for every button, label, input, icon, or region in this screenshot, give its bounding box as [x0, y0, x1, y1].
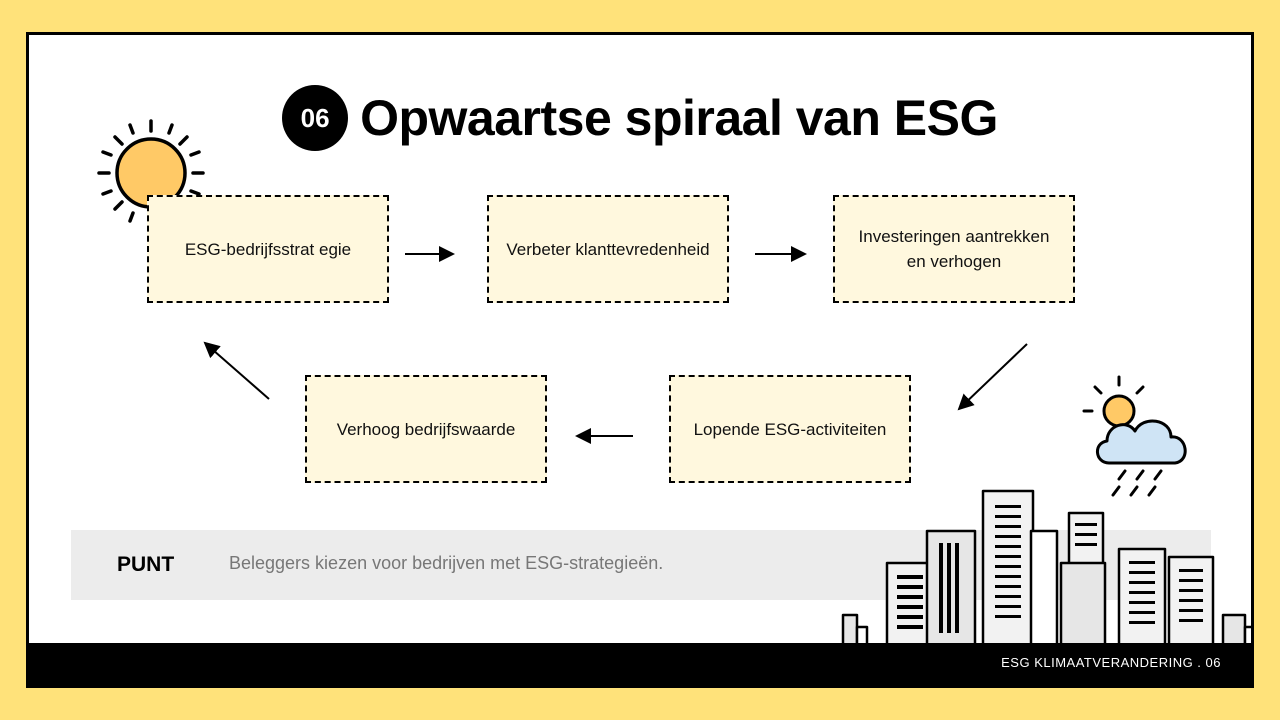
cloud-sun-rain-icon [1082, 375, 1187, 497]
slide: 06 Opwaartse spiraal van ESG ESG-bedrijf… [26, 32, 1254, 688]
step-box-company-value: Verhoog bedrijfswaarde [305, 375, 547, 483]
arrow-up-left [203, 341, 270, 400]
step-box-esg-activities: Lopende ESG-activiteiten [669, 375, 911, 483]
arrows-layer [203, 246, 1028, 444]
point-text: Beleggers kiezen voor bedrijven met ESG-… [229, 553, 664, 573]
footer-bar: ESG KLIMAATVERANDERING . 06 [29, 643, 1251, 685]
arrow-down-left [957, 343, 1028, 411]
footer-text: ESG KLIMAATVERANDERING . 06 [1001, 655, 1221, 670]
point-label: PUNT [117, 553, 175, 576]
step-box-customer-satisfaction: Verbeter klanttevredenheid [487, 195, 729, 303]
step-box-strategy: ESG-bedrijfsstrat egie [147, 195, 389, 303]
city-skyline-illustration [841, 489, 1251, 649]
page-title: Opwaartse spiraal van ESG [360, 90, 998, 146]
step-box-investments: Investeringen aantrekken en verhogen [833, 195, 1075, 303]
title-area: 06 Opwaartse spiraal van ESG [29, 85, 1251, 151]
slide-number-badge: 06 [282, 85, 349, 151]
